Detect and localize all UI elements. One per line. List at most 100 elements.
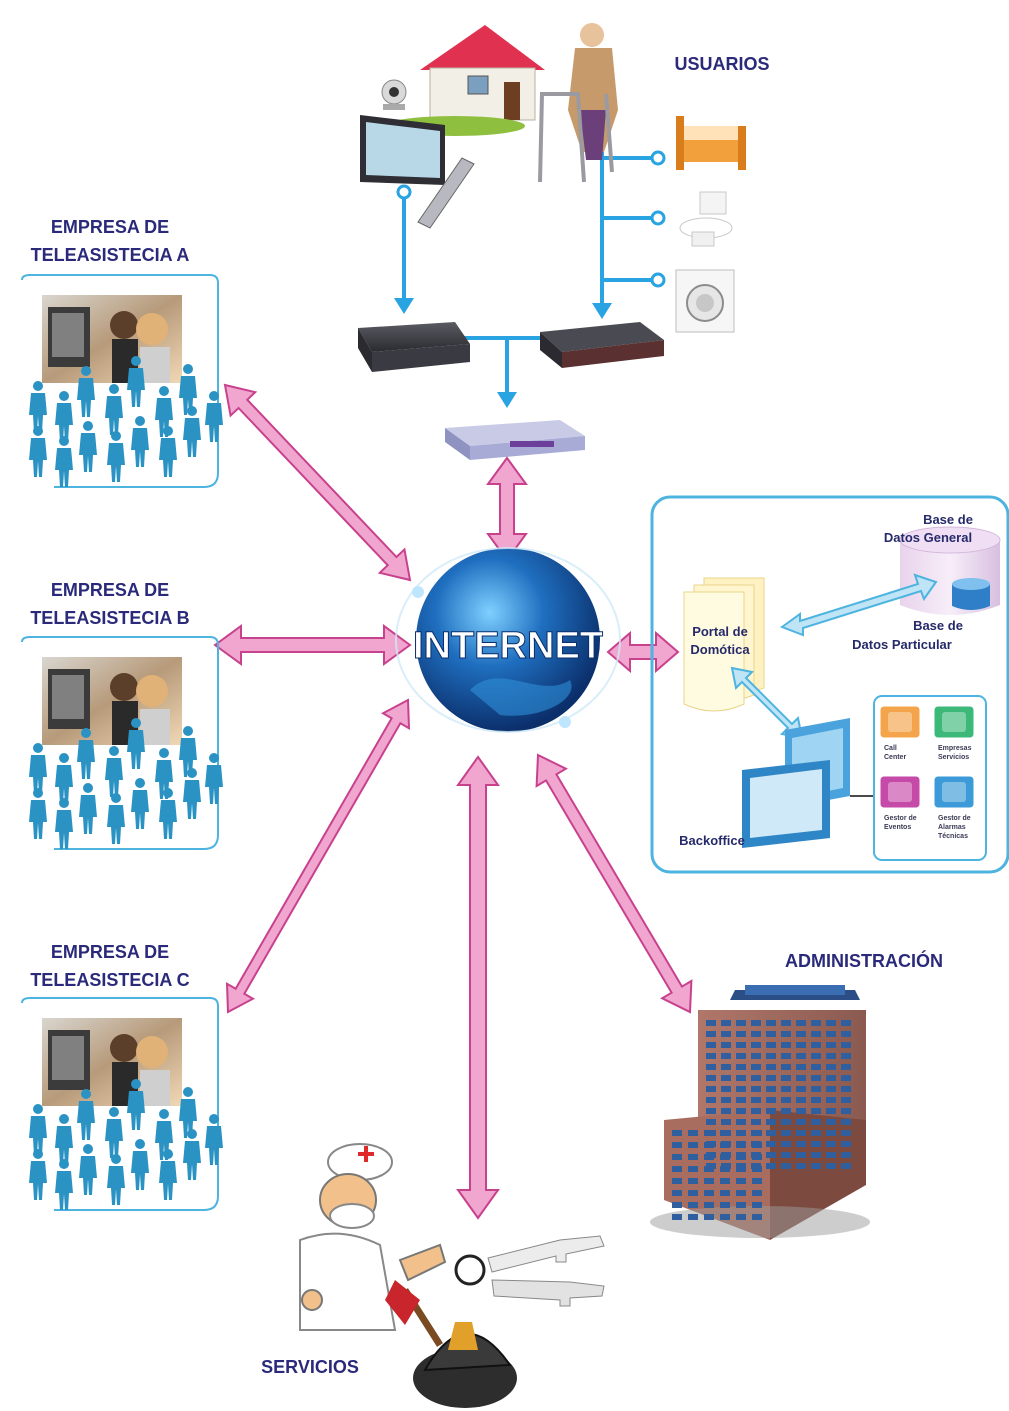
- company-b-group: [21, 636, 219, 850]
- staff-person-icon: [55, 1114, 73, 1165]
- bidirectional-arrow: [535, 753, 693, 1014]
- company-a-title-line1: EMPRESA DE: [51, 217, 169, 237]
- connection-arrows: [213, 383, 693, 1220]
- company-c-title-line2: TELEASISTECIA C: [30, 970, 189, 990]
- company-a-title-line2: TELEASISTECIA A: [31, 245, 190, 265]
- company-c-title-line1: EMPRESA DE: [51, 942, 169, 962]
- bidirectional-arrow: [486, 456, 528, 562]
- gears-icon: [879, 775, 921, 809]
- company-c-group: [21, 997, 219, 1211]
- gateway-device-icon: [540, 322, 664, 368]
- staff-person-icon: [205, 753, 223, 804]
- internet-globe: [395, 547, 621, 733]
- staff-person-icon: [55, 436, 73, 487]
- elderly-user-icon: [538, 23, 618, 183]
- washing-machine-icon: [675, 269, 735, 333]
- call-center-photo: [42, 1018, 182, 1106]
- remote-control-icon: [417, 157, 475, 229]
- db-general-label-line1: Base de: [923, 512, 973, 527]
- diagram-labels: USUARIOS EMPRESA DE TELEASISTECIA A EMPR…: [30, 54, 973, 1377]
- call-center-photo: [42, 295, 182, 383]
- staff-person-icon: [131, 778, 149, 829]
- servicios-label: SERVICIOS: [261, 1357, 359, 1377]
- module-label-line: Gestor de: [884, 815, 917, 822]
- fire-axe-icon: [385, 1280, 443, 1347]
- webcam-icon: [381, 79, 407, 110]
- portal-label-line1: Portal de: [692, 624, 748, 639]
- portal-label-line2: Domótica: [690, 642, 750, 657]
- bidirectional-arrow: [223, 383, 412, 582]
- module-label-line: Eventos: [884, 824, 911, 831]
- set-top-box-icon: [358, 322, 470, 372]
- staff-person-icon: [205, 1114, 223, 1165]
- staff-person-icon: [105, 746, 123, 797]
- company-b-title-line1: EMPRESA DE: [51, 580, 169, 600]
- staff-person-icon: [29, 426, 47, 477]
- connector-nodes: [396, 150, 666, 288]
- backoffice-label: Backoffice: [679, 833, 745, 848]
- module-icons: [879, 705, 975, 809]
- bidirectional-arrow: [456, 755, 500, 1220]
- staff-person-icon: [79, 783, 97, 834]
- module-label-line: Alarmas: [938, 824, 966, 831]
- factory-icon: [933, 705, 975, 739]
- staff-person-icon: [79, 421, 97, 472]
- staff-person-icon: [105, 1107, 123, 1158]
- module-label-line: Gestor de: [938, 815, 971, 822]
- connector-arrowheads: [394, 298, 612, 408]
- firefighter-helmet-icon: [413, 1322, 517, 1408]
- db-general-label-line2: Datos General: [884, 530, 972, 545]
- keys-icon: [454, 1235, 605, 1307]
- staff-person-icon: [29, 1104, 47, 1155]
- staff-person-icon: [55, 798, 73, 849]
- call-center-photo: [42, 657, 182, 745]
- staff-person-icon: [79, 1144, 97, 1195]
- usuarios-label: USUARIOS: [674, 54, 769, 74]
- staff-person-icon: [29, 1149, 47, 1200]
- particular-database-icon: [952, 578, 990, 610]
- staff-person-icon: [131, 1139, 149, 1190]
- module-label-line: Técnicas: [938, 833, 968, 840]
- bidirectional-arrow: [213, 624, 412, 666]
- administracion-label: ADMINISTRACIÓN: [785, 950, 943, 971]
- internet-label: INTERNET: [413, 625, 603, 667]
- staff-person-icon: [29, 743, 47, 794]
- signal-icon: [933, 775, 975, 809]
- module-label-line: Center: [884, 754, 906, 761]
- nurse-figure-icon: [299, 1143, 447, 1331]
- building-windows: [672, 1020, 851, 1220]
- module-label-line: Servicios: [938, 754, 969, 761]
- staff-person-icon: [107, 431, 125, 482]
- staff-person-icon: [55, 391, 73, 442]
- staff-person-icon: [205, 391, 223, 442]
- backoffice-computer-icon: [742, 718, 878, 848]
- staff-person-icon: [131, 416, 149, 467]
- bidirectional-arrow: [225, 698, 411, 1014]
- toilet-icon: [679, 191, 733, 247]
- staff-person-icon: [105, 384, 123, 435]
- staff-person-icon: [55, 1159, 73, 1210]
- portal-documents-icon: [683, 577, 765, 712]
- phone-icon: [879, 705, 921, 739]
- services-illustration: [299, 1143, 605, 1408]
- staff-person-icon: [107, 1154, 125, 1205]
- staff-person-icon: [107, 793, 125, 844]
- bidirectional-arrow: [606, 630, 680, 674]
- company-a-group: [21, 274, 219, 488]
- staff-person-icon: [55, 753, 73, 804]
- bed-icon: [676, 116, 746, 170]
- company-b-title-line2: TELEASISTECIA B: [30, 608, 189, 628]
- db-particular-label-line1: Base de: [913, 618, 963, 633]
- router-icon: [445, 420, 585, 460]
- module-label-line: Call: [884, 745, 897, 752]
- domotics-platform-frame: [650, 495, 1009, 874]
- house-icon: [385, 25, 545, 136]
- db-particular-label-line2: Datos Particular: [852, 637, 952, 652]
- module-label-line: Empresas: [938, 745, 972, 752]
- tv-icon: [360, 115, 445, 185]
- staff-person-icon: [29, 381, 47, 432]
- portal-db-link-arrow: [779, 573, 938, 637]
- staff-person-icon: [29, 788, 47, 839]
